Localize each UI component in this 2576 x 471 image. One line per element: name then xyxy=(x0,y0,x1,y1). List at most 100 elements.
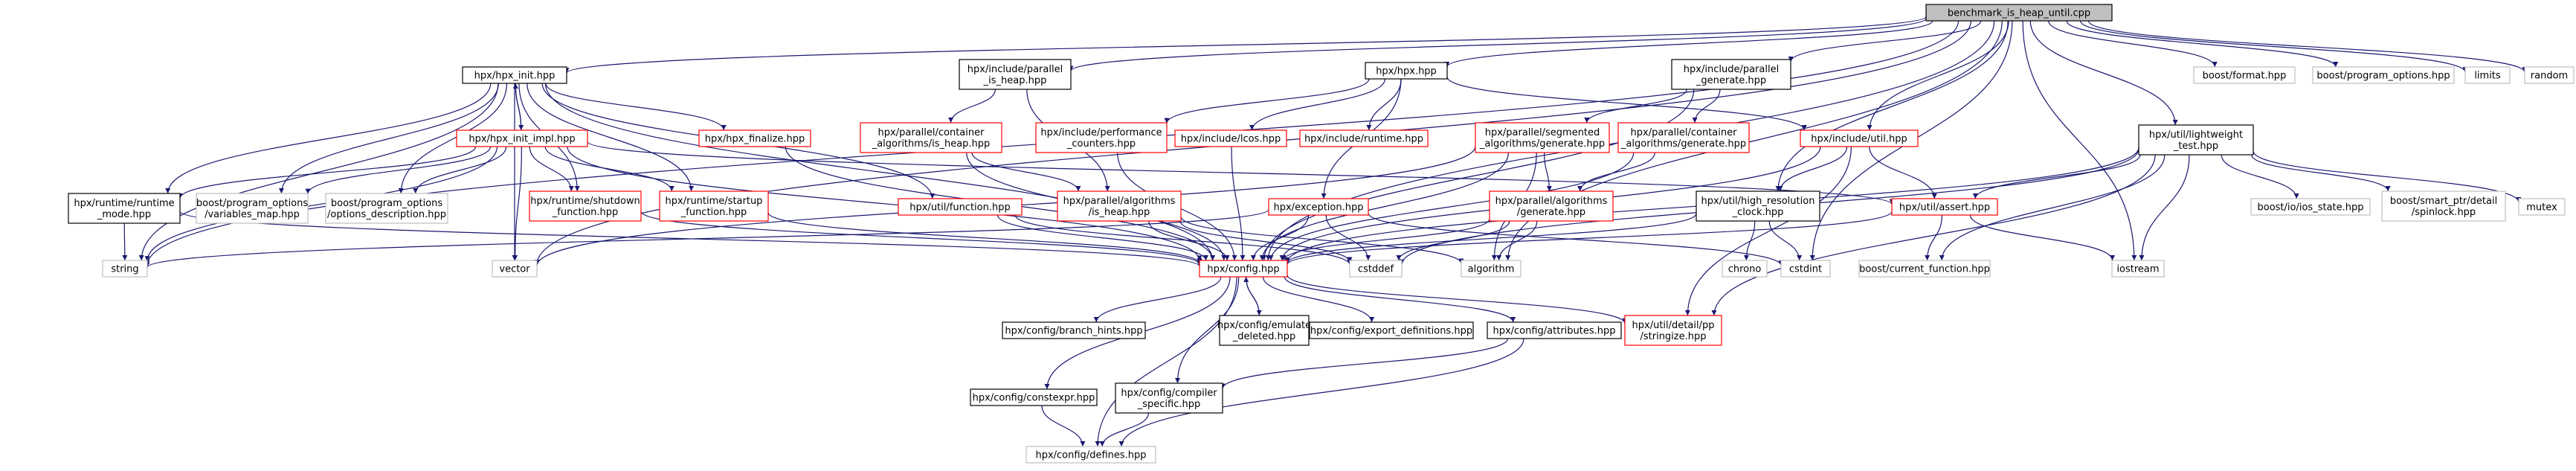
node-chrono[interactable]: chrono xyxy=(1722,260,1768,278)
node-box xyxy=(1309,321,1474,339)
node-export-defs[interactable]: hpx/config/export_definitions.hpp xyxy=(1309,321,1474,339)
node-box xyxy=(2193,66,2296,84)
edge-root-to-par_is_heap xyxy=(1068,18,1927,71)
node-stringize[interactable]: hpx/util/detail/pp/stringize.hpp xyxy=(1624,315,1722,346)
node-par-generate[interactable]: hpx/include/parallel_generate.hpp xyxy=(1671,59,1791,90)
node-label: hpx/hpx_init.hpp xyxy=(474,71,556,82)
edge-par_generate-to-cont_generate xyxy=(1692,89,1721,124)
node-boost-format[interactable]: boost/format.hpp xyxy=(2193,66,2296,84)
node-constexpr[interactable]: hpx/config/constexpr.hpp xyxy=(970,388,1098,406)
node-label: hpx/include/performance xyxy=(1040,127,1162,138)
node-ios-state[interactable]: boost/io/ios_state.hpp xyxy=(2250,198,2371,216)
edge-alg_is_heap-to-config xyxy=(1148,220,1230,261)
node-branch-hints[interactable]: hpx/config/branch_hints.hpp xyxy=(1002,321,1146,339)
edge-util_function-to-config xyxy=(996,214,1208,261)
edge-root-to-limits xyxy=(2079,20,2468,73)
node-box xyxy=(529,190,642,222)
node-box xyxy=(2524,66,2575,84)
node-box xyxy=(2138,124,2254,156)
node-alg-generate[interactable]: hpx/parallel/algorithms/generate.hpp xyxy=(1489,190,1614,222)
node-include-runtime[interactable]: hpx/include/runtime.hpp xyxy=(1299,129,1429,147)
node-label: hpx/config/branch_hints.hpp xyxy=(1005,326,1142,337)
edge-emulate_deleted-to-config xyxy=(1243,276,1260,316)
node-root[interactable]: benchmark_is_heap_until.cpp xyxy=(1925,4,2113,22)
edge-lw_test-to-ios_state xyxy=(2221,154,2299,199)
node-attributes[interactable]: hpx/config/attributes.hpp xyxy=(1487,321,1622,339)
edge-hpx_init_impl-to-po_varmap xyxy=(305,146,492,194)
node-hpx-init[interactable]: hpx/hpx_init.hpp xyxy=(462,66,567,84)
node-perf-counters[interactable]: hpx/include/performance_counters.hpp xyxy=(1035,122,1168,153)
node-compiler-specific[interactable]: hpx/config/compiler_specific.hpp xyxy=(1115,382,1223,414)
node-cont-generate[interactable]: hpx/parallel/container_algorithms/genera… xyxy=(1617,122,1750,153)
node-util-function[interactable]: hpx/util/function.hpp xyxy=(898,198,1023,216)
node-label: _is_heap.hpp xyxy=(983,75,1047,86)
node-box xyxy=(959,59,1072,90)
edge-startup_fn-to-config xyxy=(767,212,1202,264)
node-hpx-init-impl[interactable]: hpx/hpx_init_impl.hpp xyxy=(456,129,588,147)
edge-root-to-hpx_init xyxy=(564,16,1927,74)
node-iostream[interactable]: iostream xyxy=(2111,260,2165,278)
node-startup-fn[interactable]: hpx/runtime/startup_function.hpp xyxy=(659,190,769,222)
edge-root-to-par_generate xyxy=(1788,20,1982,63)
node-label: hpx/runtime/runtime xyxy=(74,198,174,209)
node-cstdint[interactable]: cstdint xyxy=(1780,260,1831,278)
node-label: limits xyxy=(2474,71,2501,82)
node-algorithm[interactable]: algorithm xyxy=(1461,260,1522,278)
edge-root-to-iostream xyxy=(2022,20,2137,261)
node-po-optdesc[interactable]: boost/program_options/options_descriptio… xyxy=(325,193,448,224)
edge-exception-to-string xyxy=(144,208,1269,268)
node-seg-generate[interactable]: hpx/parallel/segmented_algorithms/genera… xyxy=(1475,122,1610,153)
node-hr-clock[interactable]: hpx/util/high_resolution_clock.hpp xyxy=(1696,190,1820,222)
node-defines[interactable]: hpx/config/defines.hpp xyxy=(1025,446,1156,464)
node-emulate-deleted[interactable]: hpx/config/emulate_deleted.hpp xyxy=(1217,315,1311,346)
node-rt-mode[interactable]: hpx/runtime/runtime_mode.hpp xyxy=(68,193,181,224)
edge-exception-to-config xyxy=(1250,214,1310,261)
edge-root-to-lw_test xyxy=(2029,20,2178,126)
node-cstddef[interactable]: cstddef xyxy=(1349,260,1403,278)
node-box xyxy=(2381,190,2506,222)
edge-config-to-branch_hints xyxy=(1093,276,1222,323)
edge-hr_clock-to-config xyxy=(1284,213,1697,264)
node-box xyxy=(1035,122,1168,153)
node-lcos[interactable]: hpx/include/lcos.hpp xyxy=(1174,129,1287,147)
node-exception[interactable]: hpx/exception.hpp xyxy=(1268,198,1369,216)
node-include-util[interactable]: hpx/include/util.hpp xyxy=(1800,129,1919,147)
edge-alg_generate-to-algorithm xyxy=(1496,220,1538,261)
node-spinlock[interactable]: boost/smart_ptr/detail/spinlock.hpp xyxy=(2381,190,2506,222)
node-box xyxy=(1025,446,1156,464)
node-po-varmap[interactable]: boost/program_options/variables_map.hpp xyxy=(196,193,309,224)
edge-hpx_hpp-to-lcos xyxy=(1249,78,1386,131)
node-alg-is-heap[interactable]: hpx/parallel/algorithms/is_heap.hpp xyxy=(1057,190,1182,222)
node-vector[interactable]: vector xyxy=(492,260,538,278)
node-util-assert[interactable]: hpx/util/assert.hpp xyxy=(1891,198,1998,216)
node-box xyxy=(492,260,538,278)
node-hpx-hpp[interactable]: hpx/hpx.hpp xyxy=(1365,62,1448,80)
node-par-is-heap[interactable]: hpx/include/parallel_is_heap.hpp xyxy=(959,59,1072,90)
node-boost-po[interactable]: boost/program_options.hpp xyxy=(2312,66,2455,84)
node-label: hpx/parallel/container xyxy=(1631,127,1738,138)
edge-constexpr-to-defines xyxy=(1041,405,1086,447)
edge-attributes-to-compiler_specific xyxy=(1220,338,1508,389)
node-label: hpx/parallel/container xyxy=(878,127,985,138)
node-label: hpx/config/constexpr.hpp xyxy=(973,393,1095,404)
node-cont-is-heap[interactable]: hpx/parallel/container_algorithms/is_hea… xyxy=(860,122,1002,153)
node-current-function[interactable]: boost/current_function.hpp xyxy=(1858,260,1991,278)
node-label: hpx/config/export_definitions.hpp xyxy=(1310,326,1472,337)
edge-hpx_init-to-string xyxy=(138,83,499,261)
node-shutdown-fn[interactable]: hpx/runtime/shutdown_function.hpp xyxy=(529,190,642,222)
node-label: vector xyxy=(499,264,530,275)
node-mutex[interactable]: mutex xyxy=(2518,198,2566,216)
node-string[interactable]: string xyxy=(102,260,148,278)
node-random[interactable]: random xyxy=(2524,66,2575,84)
edge-config-to-compiler_specific xyxy=(1174,276,1240,384)
node-config[interactable]: hpx/config.hpp xyxy=(1199,260,1288,278)
node-box xyxy=(1925,4,2113,22)
node-hpx-finalize[interactable]: hpx/hpx_finalize.hpp xyxy=(698,129,811,147)
node-box xyxy=(1299,129,1429,147)
node-limits[interactable]: limits xyxy=(2464,66,2511,84)
node-lw-test[interactable]: hpx/util/lightweight_test.hpp xyxy=(2138,124,2254,156)
node-label: _mode.hpp xyxy=(97,209,151,220)
node-box xyxy=(1174,129,1287,147)
node-label: hpx/include/runtime.hpp xyxy=(1304,134,1423,145)
